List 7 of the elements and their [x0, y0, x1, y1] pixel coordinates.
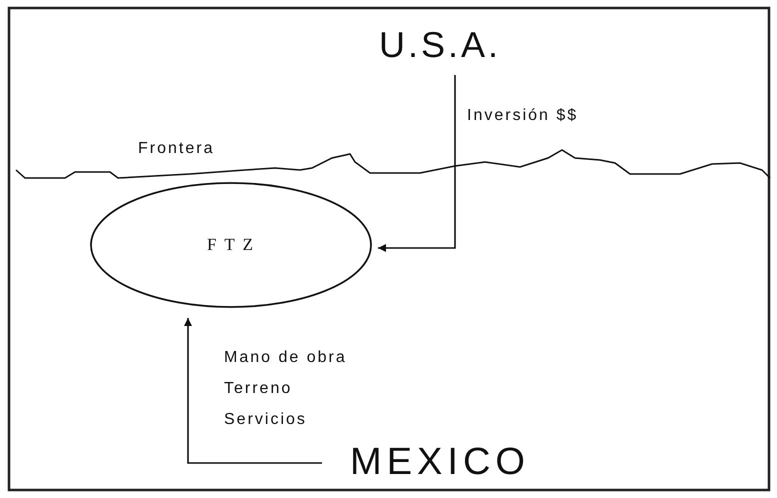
region-label: U.S.A. — [355, 20, 525, 70]
zone-ellipse — [90, 182, 372, 308]
zone-name: F T Z — [206, 235, 256, 255]
arrow — [184, 318, 322, 464]
border-label: Frontera — [138, 139, 214, 159]
arrow — [378, 75, 456, 252]
region-label: MEXICO — [330, 437, 550, 487]
